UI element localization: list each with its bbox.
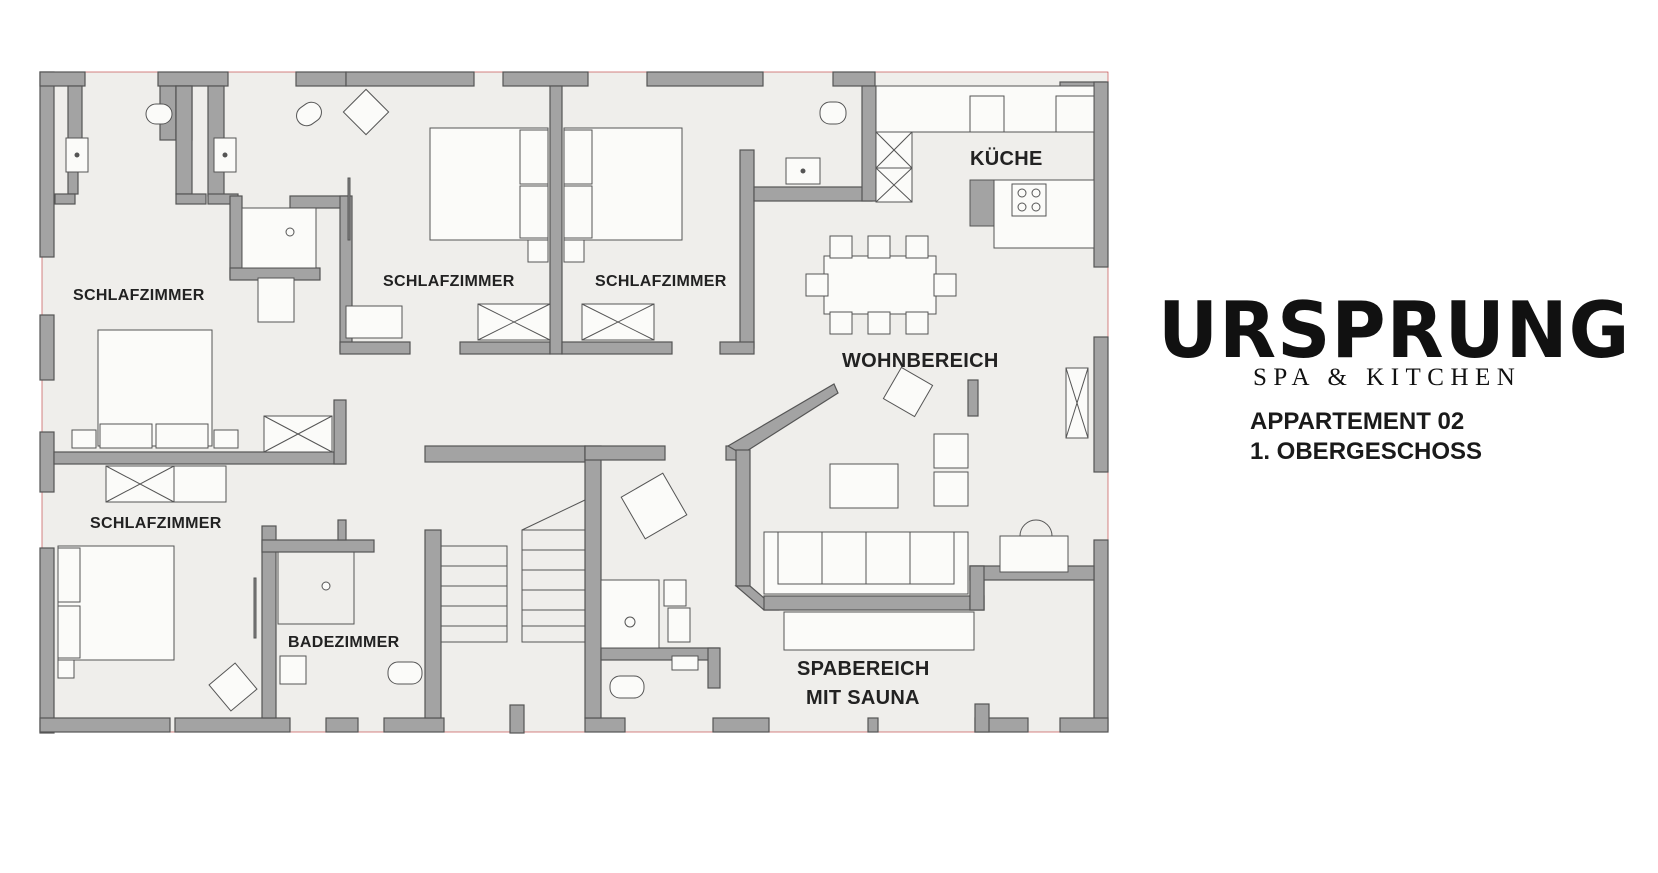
room-label-kueche: KÜCHE [970, 148, 1043, 170]
room-label-schlafzimmer-bottom: SCHLAFZIMMER [90, 515, 222, 532]
armchair-icon [620, 472, 688, 540]
apartment-info: APPARTEMENT 02 1. OBERGESCHOSS [1250, 407, 1482, 467]
sink-icon [667, 607, 691, 643]
apartment-floor: 1. OBERGESCHOSS [1250, 438, 1483, 465]
stairs-icon [440, 499, 586, 643]
shower-icon [600, 579, 660, 649]
dining-table-icon [823, 255, 937, 315]
walls [39, 71, 1109, 734]
sink-icon [671, 655, 699, 671]
room-label-mit-sauna: MIT SAUNA [806, 687, 920, 709]
furniture [57, 85, 1095, 712]
toilet-icon [387, 661, 423, 685]
toilet-icon [296, 101, 322, 127]
sink-icon [279, 655, 307, 685]
armchair-icon [342, 88, 390, 136]
stove-icon [1011, 183, 1047, 217]
brand-title: URSPRUNG [1158, 285, 1631, 376]
armchair-icon [882, 366, 934, 418]
armchair-icon [208, 662, 258, 712]
room-label-wohnbereich: WOHNBEREICH [842, 350, 999, 372]
shower-icon [241, 207, 317, 269]
room-label-badezimmer: BADEZIMMER [288, 634, 400, 651]
room-label-spabereich: SPABEREICH [797, 658, 930, 680]
room-label-schlafzimmer-left: SCHLAFZIMMER [73, 287, 205, 304]
sauna-bench [783, 611, 975, 651]
toilet-icon [609, 675, 645, 699]
toilet-icon [819, 101, 847, 125]
apartment-number: APPARTEMENT 02 [1250, 408, 1465, 435]
toilet-icon [145, 103, 173, 125]
shower-icon [277, 551, 355, 625]
room-label-schlafzimmer-center-right: SCHLAFZIMMER [595, 273, 727, 290]
brand-logo: URSPRUNG SPA & KITCHEN [1158, 285, 1631, 392]
room-label-schlafzimmer-center-left: SCHLAFZIMMER [383, 273, 515, 290]
brand-subtitle: SPA & KITCHEN [1253, 364, 1522, 391]
